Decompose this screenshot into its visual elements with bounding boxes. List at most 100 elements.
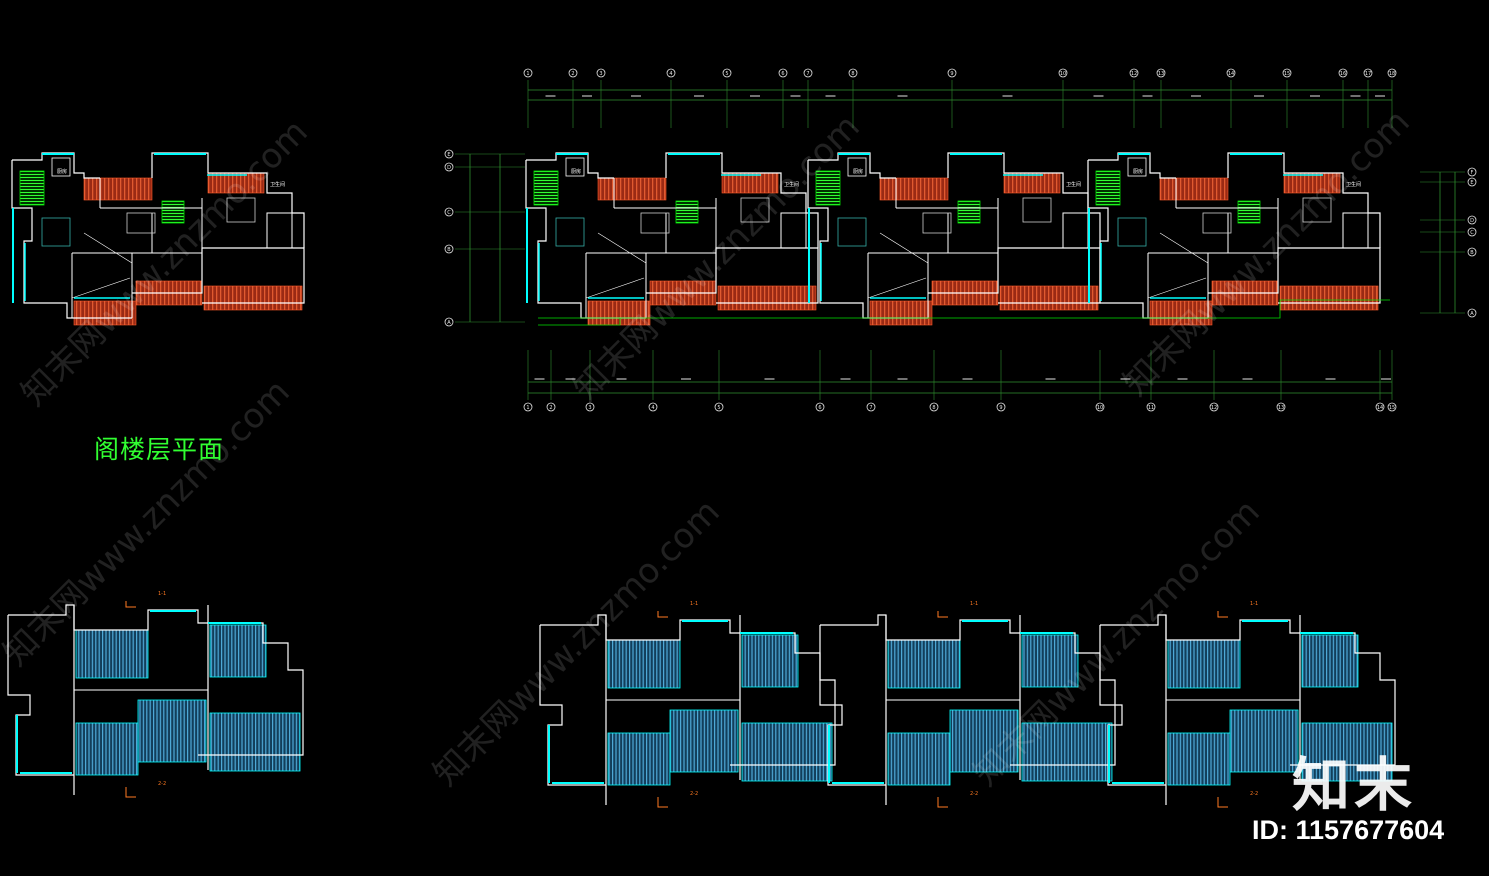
wall-line — [540, 614, 836, 766]
wall-line — [526, 152, 614, 179]
axis-bubble-icon — [848, 68, 858, 78]
wall-line — [928, 247, 1101, 304]
stair-icon — [957, 200, 981, 224]
axis-bubble-icon — [1058, 68, 1068, 78]
axis-label: C — [447, 210, 451, 216]
dimension-lines — [455, 80, 1465, 400]
bed-icon — [1202, 212, 1232, 234]
axis-bubble-icon — [1467, 215, 1477, 225]
axis-bubble-icon — [866, 402, 876, 412]
roof-hatch-icon — [1301, 634, 1359, 688]
roof-hatch-icon — [869, 300, 933, 326]
axis-label: 15 — [1284, 71, 1290, 77]
axis-bubble-icon — [546, 402, 556, 412]
roof-hatch-icon — [607, 732, 671, 786]
roof-hatch-icon — [669, 709, 739, 773]
axis-bubble-icon — [523, 68, 533, 78]
section-mark: 1-1 — [970, 601, 978, 607]
axis-bubble-icon — [1276, 402, 1286, 412]
image-id-label: ID: 1157677604 — [1252, 815, 1445, 845]
axis-bubble-icon — [947, 68, 957, 78]
roof-hatch-icon — [1167, 732, 1231, 786]
axis-label: 10 — [1097, 405, 1103, 411]
axis-bubble-icon — [648, 402, 658, 412]
bed-icon — [740, 197, 770, 223]
roof-hatch-icon — [1021, 634, 1079, 688]
axis-label: 5 — [725, 71, 728, 77]
axis-label: 7 — [869, 405, 872, 411]
roof-hatch-icon — [203, 285, 303, 311]
roof-hatch-icon — [1149, 300, 1213, 326]
roof-unit-2 — [819, 611, 1116, 808]
room-label-bathroom: 卫生间 — [784, 181, 799, 188]
wall-line — [1087, 160, 1208, 319]
axis-label: 12 — [1131, 71, 1137, 77]
brand-logo: 知末 — [1292, 751, 1417, 819]
axis-bubble-icon — [1363, 68, 1373, 78]
roof-hatch-icon — [887, 639, 961, 689]
roof-hatch-icon — [597, 177, 667, 201]
wall-line — [947, 152, 1101, 248]
axis-bubble-icon — [1156, 68, 1166, 78]
axis-bubble-icon — [714, 402, 724, 412]
axis-bubble-icon — [1282, 68, 1292, 78]
room-label-kitchen: 厨房 — [1133, 168, 1143, 175]
roof-hatch-icon — [1301, 722, 1393, 782]
axis-bubble-icon — [523, 402, 533, 412]
stair-icon — [1095, 170, 1121, 206]
bed-icon — [1117, 217, 1147, 247]
bed-icon — [640, 212, 670, 234]
axis-label: 3 — [599, 71, 602, 77]
section-mark: 2-2 — [690, 791, 698, 797]
wall-line — [807, 160, 928, 319]
section-mark: 1-1 — [158, 591, 166, 597]
axis-bubble-icon — [1387, 402, 1397, 412]
section-mark: 1-1 — [1250, 601, 1258, 607]
axis-bubble-icon — [803, 68, 813, 78]
axis-bubble-icon — [1467, 227, 1477, 237]
room-label-bathroom: 卫生间 — [270, 181, 285, 188]
axis-bubble-icon — [568, 68, 578, 78]
axis-label: 17 — [1365, 71, 1371, 77]
axis-label: A — [447, 320, 451, 326]
bed-icon — [555, 217, 585, 247]
axis-bubble-icon — [444, 149, 454, 159]
axis-bubble-icon — [444, 162, 454, 172]
roof-hatch-areas — [19, 170, 1393, 786]
stair-icon — [675, 200, 699, 224]
axis-bubble-icon — [444, 207, 454, 217]
axis-label: 8 — [851, 71, 854, 77]
roof-hatch-icon — [1167, 639, 1241, 689]
room-label-kitchen: 厨房 — [571, 168, 581, 175]
bed-icon — [126, 212, 156, 234]
axis-bubble-icon — [596, 68, 606, 78]
roof-hatch-icon — [879, 177, 949, 201]
axis-bubble-icon — [1226, 68, 1236, 78]
roof-hatch-icon — [949, 709, 1019, 773]
axis-label: 13 — [1158, 71, 1164, 77]
axis-label: 4 — [669, 71, 672, 77]
wall-line — [1100, 614, 1396, 766]
roof-hatch-icon — [1159, 177, 1229, 201]
axis-labels: 厨房卫生间1-12-2厨房卫生间厨房卫生间厨房卫生间1-12-21-12-21-… — [57, 68, 1477, 797]
wall-line — [646, 247, 819, 304]
bed-icon — [1022, 197, 1052, 223]
stair-icon — [533, 170, 559, 206]
axis-label: D — [447, 165, 451, 171]
section-mark: 2-2 — [970, 791, 978, 797]
section-mark: 1-1 — [690, 601, 698, 607]
wall-line — [132, 247, 305, 304]
roof-hatch-icon — [1021, 722, 1113, 782]
axis-bubble-icon — [444, 317, 454, 327]
room-label-kitchen: 厨房 — [57, 168, 67, 175]
axis-label: E — [447, 152, 450, 158]
axis-bubble-icon — [1129, 68, 1139, 78]
axis-label: 1 — [526, 71, 529, 77]
axis-bubble-icon — [778, 68, 788, 78]
axis-bubble-icon — [1095, 402, 1105, 412]
axis-label: 9 — [950, 71, 953, 77]
axis-label: 13 — [1278, 405, 1284, 411]
roof-unit-1 — [539, 611, 836, 808]
stair-icon — [19, 170, 45, 206]
axis-label: B — [447, 247, 451, 253]
